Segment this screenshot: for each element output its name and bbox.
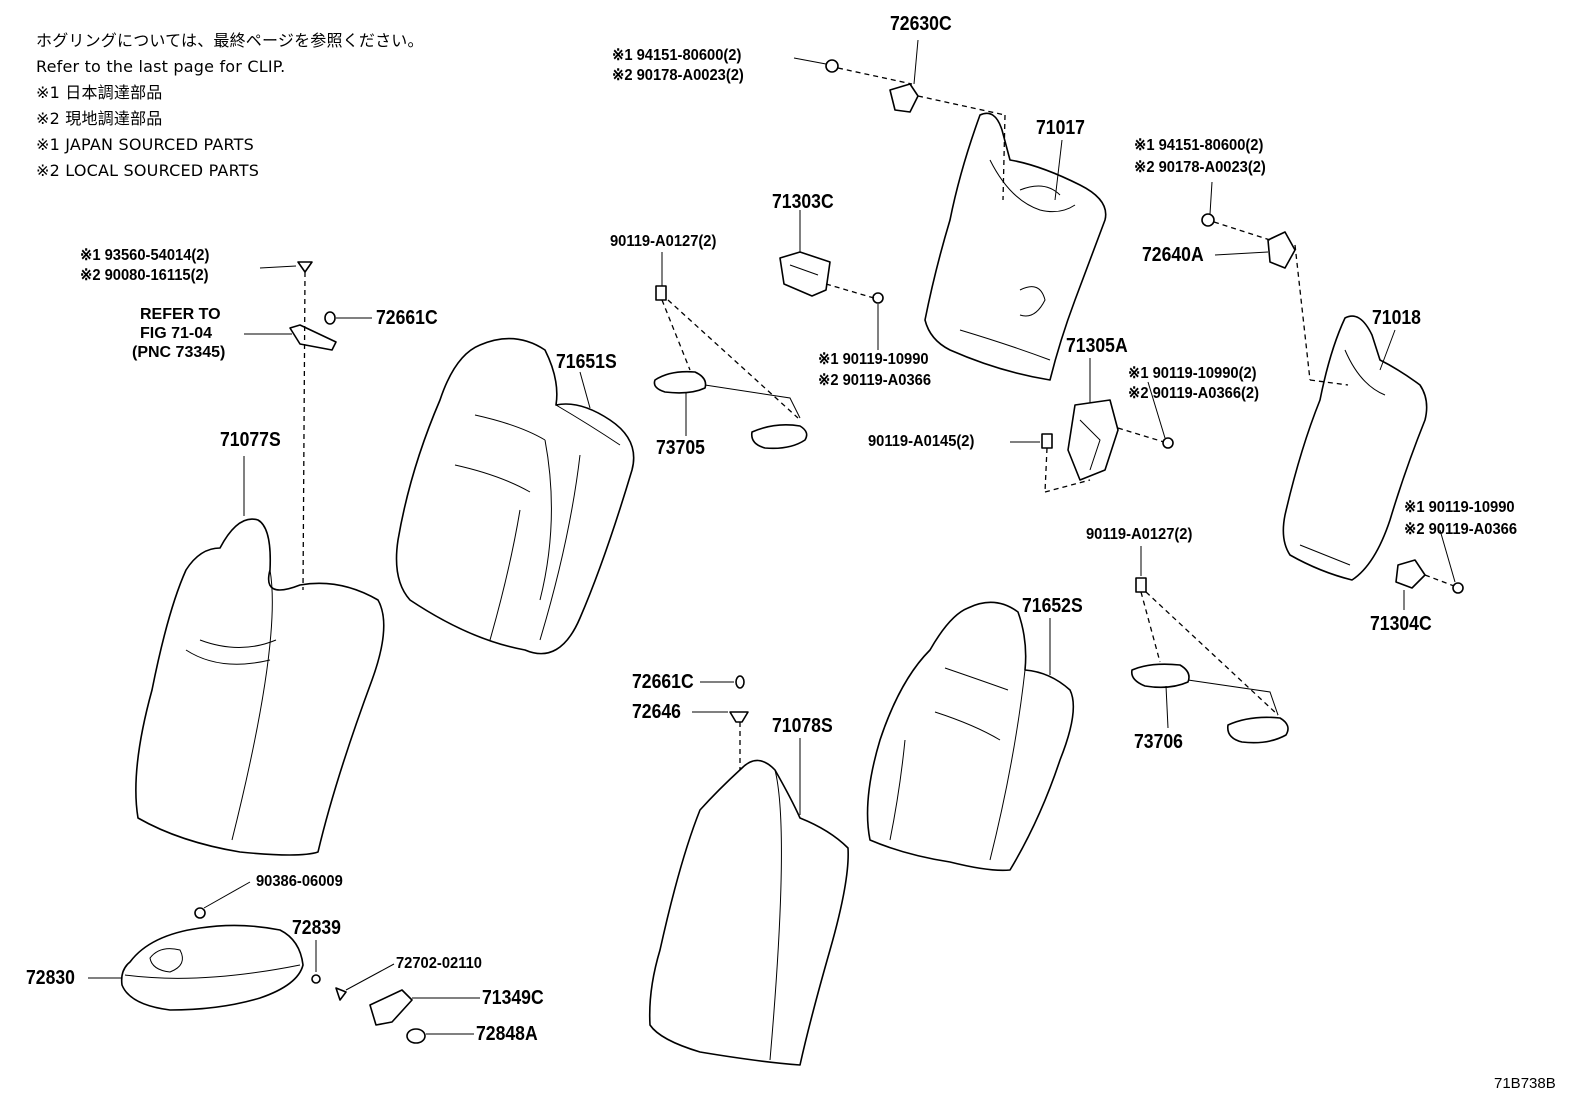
label-72640a-note1: ※1 94151-80600(2) [1134,137,1264,154]
armrest-72830 [120,924,304,1011]
label-refer-to: REFER TO [140,306,221,323]
label-90386-06009: 90386-06009 [256,873,343,890]
note-japan-sourced-jp: ※1 日本調達部品 [36,83,163,102]
label-72640a-note2: ※2 90178-A0023(2) [1134,159,1266,176]
label-72640a: 72640A [1142,244,1204,266]
label-pnc-73345: (PNC 73345) [132,344,226,361]
label-71078s: 71078S [772,715,833,737]
label-71305a-note2: ※2 90119-A0366(2) [1128,385,1259,402]
bracket-71304c [1395,559,1426,589]
seat-back-71651s [395,337,635,655]
label-73706: 73706 [1134,731,1183,753]
label-71651s: 71651S [556,351,617,373]
notes-block: ホグリングについては、最終ページを参照ください。 Refer to the la… [36,28,424,184]
label-fig-71-04: FIG 71-04 [140,325,213,342]
label-71304c-note1: ※1 90119-10990 [1404,499,1515,516]
label-72661c-lower: 72661C [632,671,694,693]
label-bolt-note1: ※1 93560-54014(2) [80,247,210,264]
label-71303c: 71303C [772,191,834,213]
cap-72848a [406,1028,426,1044]
plug-72661c-upper [324,311,336,325]
label-71017: 71017 [1036,117,1085,139]
diagram-code: 71B738B [1494,1075,1556,1092]
label-72848a: 72848A [476,1023,538,1045]
label-71305a-note1: ※1 90119-10990(2) [1128,365,1257,382]
label-72830: 72830 [26,967,75,989]
bracket-73705 [653,370,808,450]
hinge-71303c [779,251,831,297]
ref-part-73345 [289,324,337,351]
bracket-73706 [1130,663,1289,744]
label-90119-a0127-upper: 90119-A0127(2) [610,233,717,250]
label-72630c-note1: ※1 94151-80600(2) [612,47,742,64]
fasteners [194,59,1464,1001]
label-72646: 72646 [632,701,681,723]
label-bolt-note2: ※2 90080-16115(2) [80,267,209,284]
seat-frame-71018 [1282,315,1428,581]
label-71652s: 71652S [1022,595,1083,617]
label-72661c-upper: 72661C [376,307,438,329]
plug-72661c-lower [735,675,745,689]
seat-back-71652s [866,601,1075,872]
assembly-dashed-lines [302,67,1455,770]
label-71349c: 71349C [482,987,544,1009]
clip-72630c [889,83,919,113]
note-local-sourced-en: ※2 LOCAL SOURCED PARTS [36,161,260,180]
note-clip-en: Refer to the last page for CLIP. [36,57,286,76]
label-71304c: 71304C [1370,613,1432,635]
bracket-71349c [369,989,413,1026]
bracket-71305a [1067,399,1119,481]
clip-72640a [1267,231,1296,269]
seat-back-cover-71078s [648,759,849,1066]
label-72630c-note2: ※2 90178-A0023(2) [612,67,744,84]
label-71303c-note2: ※2 90119-A0366 [818,372,932,389]
seat-frame-71017 [924,112,1107,381]
note-local-sourced-jp: ※2 現地調達部品 [36,109,163,128]
hog-ring-72646 [729,711,749,723]
label-73705: 73705 [656,437,705,459]
note-japan-sourced-en: ※1 JAPAN SOURCED PARTS [36,135,255,154]
label-71018: 71018 [1372,307,1421,329]
leader-lines [88,39,1456,1035]
label-71303c-note1: ※1 90119-10990 [818,351,929,368]
seat-back-cover-71077s [135,518,385,856]
note-clip-jp: ホグリングについては、最終ページを参照ください。 [36,31,424,50]
label-71077s: 71077S [220,429,281,451]
label-71305a: 71305A [1066,335,1128,357]
label-90119-a0145: 90119-A0145(2) [868,433,975,450]
label-71304c-note2: ※2 90119-A0366 [1404,521,1518,538]
label-90119-a0127-lower: 90119-A0127(2) [1086,526,1193,543]
label-72839: 72839 [292,917,341,939]
label-72630c: 72630C [890,13,952,35]
label-72702-02110: 72702-02110 [396,955,482,972]
